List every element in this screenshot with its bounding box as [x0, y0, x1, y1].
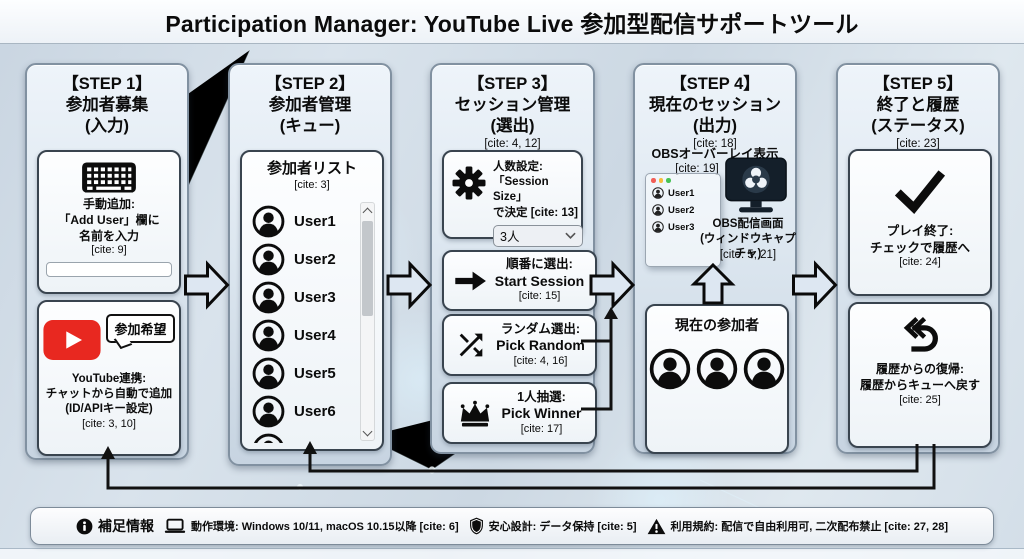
- participant-list: User1 User2 User3 User4 User5 User6 User…: [252, 202, 355, 443]
- step3-header: 【STEP 3】 セッション管理 (選出): [454, 75, 571, 136]
- chevron-down-icon: [565, 232, 576, 239]
- page-title: Participation Manager: YouTube Live 参加型配…: [165, 10, 859, 37]
- footer-terms: 利用規約: 配信で自由利用可, 二次配布禁止 [cite: 27, 28]: [647, 518, 948, 535]
- overlay-user-row: User3: [646, 219, 720, 236]
- person-icon: [652, 187, 664, 199]
- arrow-right-icon: [455, 270, 487, 292]
- mac-traffic-lights-icon: [646, 174, 720, 185]
- manual-add-text: 手動追加: 「Add User」欄に 名前を入力: [58, 197, 160, 243]
- overlay-user-row: User2: [646, 202, 720, 219]
- youtube-link-cite: [cite: 3, 10]: [82, 417, 136, 430]
- step5-panel: 【STEP 5】 終了と履歴 (ステータス) [cite: 23] プレイ終了:…: [836, 63, 1000, 454]
- person-icon: [652, 204, 664, 216]
- step4-header: 【STEP 4】 現在のセッション (出力): [649, 75, 781, 136]
- restore-text: 履歴からの復帰: 履歴からキューへ戻す: [859, 362, 980, 392]
- overlay-user-row: User1: [646, 185, 720, 202]
- session-size-select[interactable]: 3人: [493, 224, 583, 247]
- list-item[interactable]: User2: [252, 240, 355, 278]
- play-finished-text: プレイ終了: チェックで履歴へ: [869, 224, 970, 255]
- obs-overlay-window: User1 User2 User3: [645, 173, 721, 267]
- list-item[interactable]: User4: [252, 316, 355, 354]
- person-icon: [252, 395, 285, 428]
- person-icon: [252, 281, 285, 314]
- session-size-card: 人数設定: 「Session Size」 で決定 [cite: 13] 3人: [442, 150, 583, 247]
- person-icon: [743, 348, 785, 390]
- person-icon: [652, 221, 664, 233]
- step1-panel: 【STEP 1】 参加者募集 (入力) 手動追加: 「Add User」欄に 名…: [25, 63, 189, 460]
- footer-info: 補足情報: [76, 516, 154, 536]
- youtube-illustration: 参加希望: [43, 314, 175, 372]
- gear-icon: [451, 165, 487, 201]
- step5-header-cite: [cite: 23]: [896, 138, 940, 151]
- person-icon: [252, 205, 285, 238]
- list-scrollbar[interactable]: [360, 202, 375, 441]
- step2-panel: 【STEP 2】 参加者管理 (キュー) 参加者リスト [cite: 3] Us…: [228, 63, 392, 466]
- current-participants-card: 現在の参加者: [645, 304, 789, 454]
- obs-monitor-icon: [724, 157, 788, 216]
- footer-safety: 安心設計: データ保持 [cite: 5]: [469, 517, 637, 535]
- person-icon: [696, 348, 738, 390]
- step5-header: 【STEP 5】 終了と履歴 (ステータス): [871, 75, 965, 136]
- scrollbar-up-icon[interactable]: [361, 203, 374, 217]
- step1-header: 【STEP 1】 参加者募集 (入力): [62, 75, 152, 136]
- list-item[interactable]: User1: [252, 202, 355, 240]
- shuffle-icon: [454, 328, 488, 362]
- person-icon: [649, 348, 691, 390]
- step4-panel: 【STEP 4】 現在のセッション (出力) [cite: 18] OBSオーバ…: [633, 63, 797, 454]
- return-arrow-icon: [897, 314, 943, 360]
- youtube-link-text: YouTube連携: チャットから自動で追加 (ID/APIキー設定): [45, 373, 173, 416]
- person-icon: [252, 433, 285, 444]
- laptop-icon: [164, 518, 186, 534]
- restore-from-history-card: 履歴からの復帰: 履歴からキューへ戻す [cite: 25]: [848, 302, 992, 448]
- shield-icon: [469, 517, 484, 535]
- participant-list-cite: [cite: 3]: [294, 178, 330, 191]
- manual-add-card: 手動追加: 「Add User」欄に 名前を入力 [cite: 9]: [37, 150, 181, 294]
- obs-overlay-cite: [cite: 19]: [675, 163, 719, 175]
- pick-winner-card: 1人抽選: Pick Winner [cite: 17]: [442, 382, 597, 444]
- obs-capture-cite: [cite: 5, 21]: [719, 249, 777, 261]
- add-user-input[interactable]: [46, 262, 172, 278]
- pick-random-card: ランダム選出: Pick Random [cite: 4, 16]: [442, 314, 597, 376]
- checkmark-icon: [893, 165, 947, 219]
- crown-icon: [457, 399, 493, 428]
- play-finished-cite: [cite: 24]: [899, 256, 941, 268]
- list-item[interactable]: User7: [252, 430, 355, 443]
- title-bar: Participation Manager: YouTube Live 参加型配…: [0, 0, 1024, 44]
- list-item[interactable]: User3: [252, 278, 355, 316]
- footer-info-bar: 補足情報 動作環境: Windows 10/11, macOS 10.15以降 …: [30, 507, 994, 545]
- person-icon: [252, 243, 285, 276]
- speech-bubble: 参加希望: [106, 314, 175, 343]
- step2-header: 【STEP 2】 参加者管理 (キュー): [265, 75, 355, 136]
- info-icon: [76, 518, 93, 535]
- participant-list-title: 参加者リスト: [266, 160, 357, 177]
- scrollbar-down-icon[interactable]: [361, 426, 374, 440]
- participant-list-card: 参加者リスト [cite: 3] User1 User2 User3 User4…: [240, 150, 384, 451]
- step3-header-cite: [cite: 4, 12]: [484, 138, 541, 151]
- youtube-play-icon: [43, 320, 101, 360]
- list-item[interactable]: User5: [252, 354, 355, 392]
- start-session-card: 順番に選出: Start Session [cite: 15]: [442, 250, 597, 311]
- list-item[interactable]: User6: [252, 392, 355, 430]
- person-icon: [252, 319, 285, 352]
- person-icon: [252, 357, 285, 390]
- restore-cite: [cite: 25]: [899, 393, 941, 406]
- youtube-link-card: 参加希望 YouTube連携: チャットから自動で追加 (ID/APIキー設定)…: [37, 300, 181, 456]
- step4-header-cite: [cite: 18]: [693, 138, 737, 151]
- warning-icon: [647, 518, 666, 535]
- step3-panel: 【STEP 3】 セッション管理 (選出) [cite: 4, 12] 人数設定…: [430, 63, 597, 454]
- manual-add-cite: [cite: 9]: [91, 244, 127, 257]
- current-participants-title: 現在の参加者: [675, 317, 759, 333]
- session-size-text: 人数設定: 「Session Size」 で決定 [cite: 13]: [493, 161, 578, 219]
- play-finished-card: プレイ終了: チェックで履歴へ [cite: 24]: [848, 149, 992, 296]
- footer-environment: 動作環境: Windows 10/11, macOS 10.15以降 [cite…: [164, 518, 459, 534]
- scrollbar-thumb[interactable]: [362, 221, 373, 316]
- obs-overlay-label: OBSオーバーレイ表示: [651, 147, 779, 161]
- bottom-strip: [0, 548, 1024, 559]
- keyboard-icon: [81, 162, 137, 193]
- current-participants-icons: [649, 348, 785, 390]
- obs-capture-caption: OBS配信画面 (ウィンドウキャプチャ): [700, 218, 796, 261]
